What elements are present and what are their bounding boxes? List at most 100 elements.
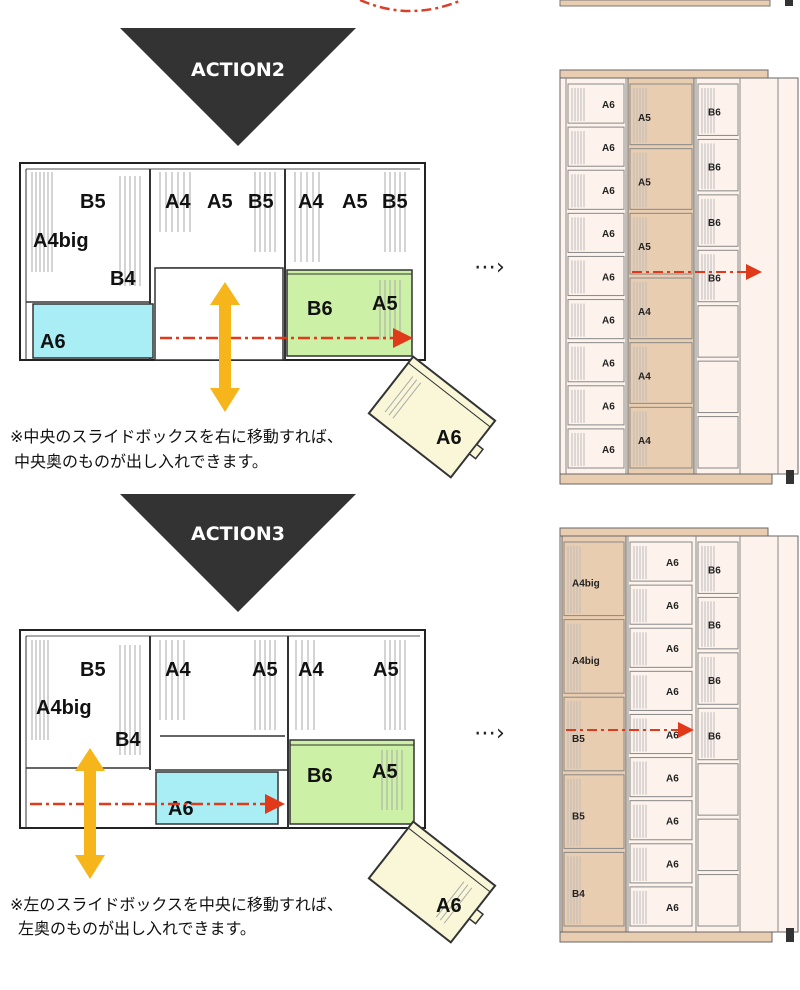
shelf-label: A6	[602, 229, 615, 240]
shelf-label: B5	[572, 734, 585, 745]
caster-remnant	[785, 0, 793, 6]
shelf-label: A6	[602, 445, 615, 456]
shelf-label: A6	[666, 860, 679, 871]
cabinet-remnant	[559, 0, 771, 7]
label-b4: B4	[115, 729, 141, 751]
shelf-label: A6	[666, 644, 679, 655]
label-green-b6: B6	[307, 298, 333, 320]
shelf-cell-empty	[697, 763, 739, 816]
action3-blue-box	[155, 771, 279, 825]
label-a6-blue: A6	[168, 798, 194, 820]
shelf-label: A6	[666, 687, 679, 698]
shelf-label: B6	[708, 163, 721, 174]
shelf-cell	[567, 255, 625, 297]
action2-dotted-arrow-icon: ⋯›	[474, 255, 505, 280]
shelf-cell	[629, 713, 693, 755]
shelf-cell-empty	[697, 305, 739, 358]
action3-green-box	[289, 739, 415, 825]
action3-dotted-arrow-icon: ⋯›	[474, 721, 505, 746]
shelf-cell	[567, 83, 625, 124]
shelf-label: B6	[708, 565, 721, 576]
label-right-a5: A5	[342, 191, 368, 213]
action2-top-view: B5 A4big B4 A6 A4 A5 B5 A4 A5 B5 B6 A5	[19, 162, 497, 479]
label-a6-blue: A6	[40, 331, 66, 353]
action3-note-line1: ※左のスライドボックスを中央に移動すれば、	[10, 895, 343, 914]
label-a4big: A4big	[33, 230, 89, 252]
action2-note-line2: 中央奥のものが出し入れできます。	[14, 452, 268, 471]
label-green-a5: A5	[372, 761, 398, 783]
label-a4big: A4big	[36, 697, 92, 719]
label-mid-b5: B5	[248, 191, 274, 213]
shelf-cell	[567, 385, 625, 426]
shelf-cell	[629, 757, 693, 798]
shelf-cell	[567, 428, 625, 469]
shelf-cell	[629, 584, 693, 625]
action2-banner-text: ACTION2	[191, 59, 285, 81]
shelf-label: A6	[602, 315, 615, 326]
shelf-cell	[629, 541, 693, 582]
action2-note-line1: ※中央のスライドボックスを右に移動すれば、	[10, 427, 343, 446]
shelf-label: A6	[602, 359, 615, 370]
action3-note-line2: 左奥のものが出し入れできます。	[18, 919, 256, 938]
shelf-cell	[629, 670, 693, 711]
action2-section: ACTION2	[10, 28, 799, 485]
shelf-label: A6	[602, 402, 615, 413]
label-green-b6: B6	[307, 765, 333, 787]
action3-top-view: B5 A4big B4 A6 A4 A5 A4 A5 B6 A5 A6	[19, 629, 497, 944]
action3-banner-text: ACTION3	[191, 523, 285, 545]
label-b5: B5	[80, 659, 106, 681]
label-right-b5: B5	[382, 191, 408, 213]
label-out-a6: A6	[436, 427, 462, 449]
shelf-cell-empty	[697, 874, 739, 927]
action3-orange-arrow	[75, 748, 105, 879]
shelf-label: A6	[602, 186, 615, 197]
shelf-cell	[629, 843, 693, 884]
shelf-cell	[567, 126, 625, 167]
shelf-label: B6	[708, 732, 721, 743]
shelf-cell-empty	[697, 360, 739, 414]
shelf-label: B6	[708, 676, 721, 687]
shelf-label: A4	[638, 436, 651, 447]
label-mid-a4: A4	[165, 191, 191, 213]
shelf-label: B5	[572, 811, 585, 822]
label-mid-a4: A4	[165, 659, 191, 681]
shelf-label: A6	[666, 730, 679, 741]
shelf-cell	[567, 169, 625, 210]
action2-blue-box	[32, 303, 154, 359]
shelf-label: A4	[638, 307, 651, 318]
action2-pulled-box	[367, 355, 497, 479]
shelf-label: B6	[708, 621, 721, 632]
shelf-label: A5	[638, 242, 651, 253]
label-mid-a5: A5	[207, 191, 233, 213]
label-right-a5: A5	[373, 659, 399, 681]
shelf-label: B4	[572, 889, 585, 900]
shelf-cell-empty	[697, 818, 739, 872]
shelf-label: A6	[602, 100, 615, 111]
shelf-label: A6	[666, 773, 679, 784]
shelf-cell	[567, 212, 625, 253]
shelf-label: A6	[602, 143, 615, 154]
label-right-a4: A4	[298, 659, 324, 681]
shelf-label: A6	[666, 601, 679, 612]
shelf-label: B6	[708, 274, 721, 285]
action2-banner-triangle	[120, 28, 356, 146]
action2-green-box	[286, 269, 413, 357]
shelf-cell-empty	[697, 416, 739, 469]
shelf-cell	[629, 627, 693, 668]
action3-pulled-box	[367, 820, 497, 944]
label-b5: B5	[80, 191, 106, 213]
shelf-cell	[567, 299, 625, 340]
shelf-label: A5	[638, 113, 651, 124]
shelf-label: B6	[708, 218, 721, 229]
shelf-label: A6	[666, 903, 679, 914]
shelf-cell	[567, 342, 625, 383]
shelf-label: B6	[708, 107, 721, 118]
